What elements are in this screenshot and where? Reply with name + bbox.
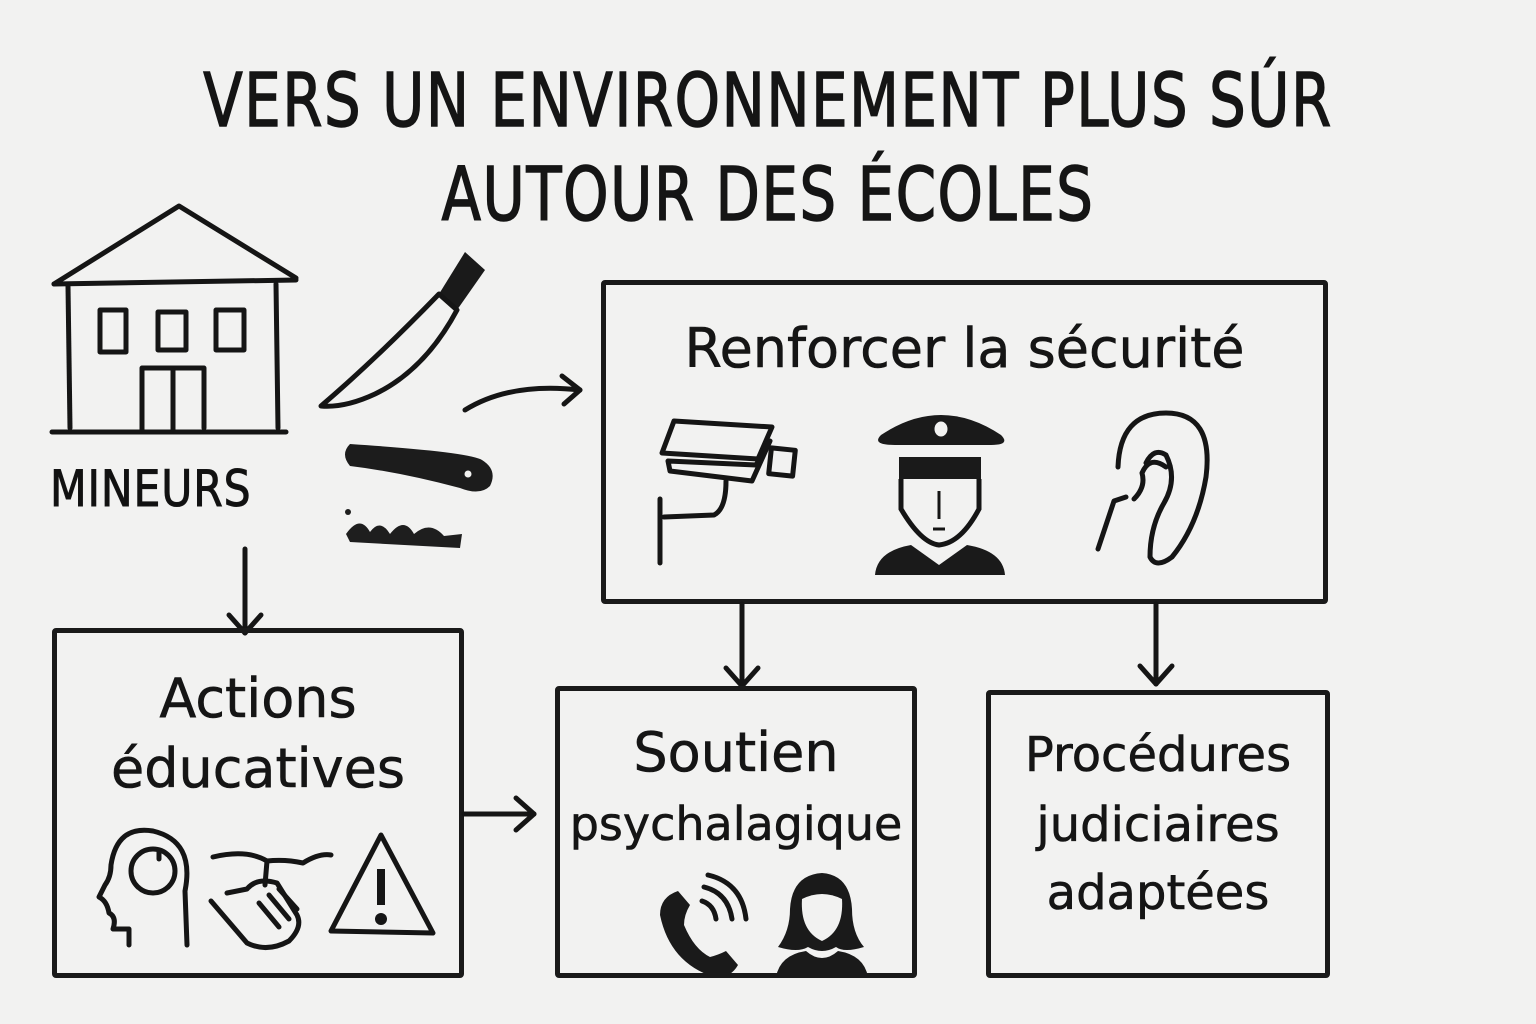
judicial-box: Procédures judiciaires adaptées <box>986 690 1330 978</box>
arrow-security-to-psych <box>723 601 761 689</box>
title-line-2: AUTOUR DES ÉCOLES <box>441 151 1095 239</box>
woman-avatar-icon <box>776 873 868 977</box>
cctv-camera-icon <box>657 418 798 566</box>
judicial-label-line3: adaptées <box>1046 865 1270 921</box>
psych-label-line2: psychalagique <box>569 797 903 851</box>
title-line-1: VERS UN ENVIRONNEMENT PLUS SÚR <box>203 57 1333 145</box>
arrow-security-to-judicial <box>1137 601 1175 687</box>
security-box: Renforcer la sécurité <box>601 280 1328 604</box>
psych-box: Soutien psychalagique <box>555 686 917 978</box>
education-label-line1: Actions <box>159 667 357 730</box>
psych-label-line1: Soutien <box>633 721 839 784</box>
education-label-line2: éducatives <box>111 737 406 800</box>
knife-icon <box>318 252 485 409</box>
scribble-text <box>345 509 462 548</box>
ear-icon <box>1095 410 1210 566</box>
security-label: Renforcer la sécurité <box>684 317 1245 380</box>
warning-triangle-icon <box>328 832 436 936</box>
arrow-knives-to-security <box>462 373 583 413</box>
police-officer-icon <box>875 415 1005 575</box>
head-brain-icon <box>96 827 190 948</box>
phone-call-icon <box>660 872 749 978</box>
minors-label: MINEURS <box>50 460 252 519</box>
arrow-school-to-education <box>226 546 264 636</box>
school-building-icon <box>49 203 299 435</box>
folded-knife-icon <box>345 444 493 492</box>
arrow-education-to-psych <box>461 795 537 833</box>
judicial-label-line2: judiciaires <box>1036 797 1280 853</box>
education-box: Actions éducatives <box>52 628 464 978</box>
judicial-label-line1: Procédures <box>1024 727 1292 783</box>
handshake-icon <box>208 851 334 950</box>
